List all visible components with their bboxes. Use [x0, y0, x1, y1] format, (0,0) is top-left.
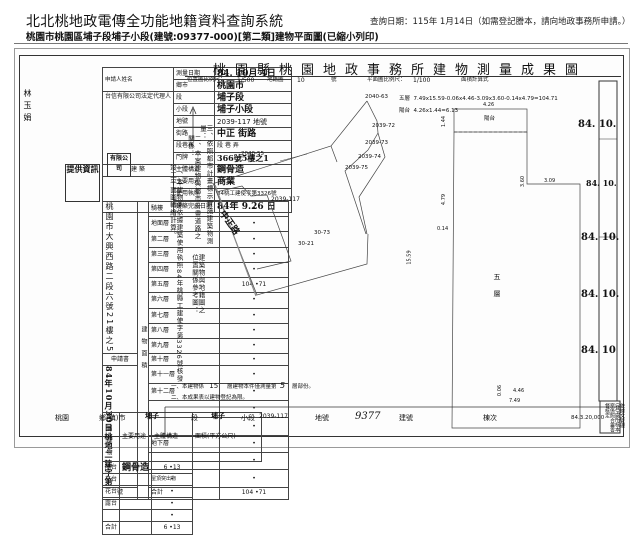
dimension: 3.60: [520, 175, 527, 188]
dimension: 4.26: [483, 102, 495, 108]
floor-area-label: 建物面積: [140, 326, 147, 375]
plan-frame: [19, 55, 624, 437]
date-mark: 84. 10.: [581, 232, 620, 243]
annex-cell-area: •: [151, 497, 194, 511]
app-title: 北北桃地政電傳全功能地籍資料查詢系統: [26, 14, 284, 30]
parcel-label: 2039-72: [372, 123, 395, 129]
floor-area: •: [219, 365, 289, 384]
footer-county: 桃園: [55, 414, 69, 422]
company-seal: 有限公司: [107, 153, 131, 177]
footer-print-code: 84.3.20,000: [571, 415, 605, 421]
dimension: 4.79: [441, 193, 448, 206]
annex-cell-use: 平台: [101, 473, 121, 487]
footer-building-label: 建號: [399, 414, 413, 422]
dimension: 0.14: [437, 226, 449, 232]
dimension: 3.09: [544, 178, 556, 184]
plan-scale-value: 1/100: [413, 77, 431, 84]
parcel-label-main: 2039-117: [271, 196, 300, 203]
document-subtitle: 桃園市桃園區埔子段埔子小段(建號:09377-000)[第二類]建物平面圖(已縮…: [26, 32, 379, 43]
building-survey-plan-image: 林玉娟 申請人姓名 測量日期 84. 10月 4日 鄉市桃園市 台信有限公司法定…: [14, 48, 630, 535]
annex-cell-area: •: [151, 509, 194, 523]
annex-cell-use: 合計: [101, 521, 121, 535]
date-mark: 84. 10.: [581, 289, 620, 300]
balcony-label: 陽台: [484, 116, 496, 122]
footer-sheet-label: 棟次: [483, 414, 497, 422]
floor-area: •: [219, 382, 289, 402]
header-divider: [14, 43, 628, 44]
annex-cell-area: 6 •13: [151, 460, 194, 475]
area-formula-label: 面積計算式: [461, 77, 489, 83]
dimension: 15.59: [406, 250, 413, 265]
annex-cell-area: •: [151, 473, 194, 487]
date-mark: 84. 10.: [586, 178, 617, 188]
floor-name: 第十二層: [148, 382, 220, 402]
annex-cell-area: •: [151, 485, 194, 499]
annex-row: 花台 •: [101, 485, 262, 499]
annex-cell-struct: [119, 509, 153, 523]
annex-cell-use: 花台: [101, 485, 121, 499]
doc-no-label: 申請書: [102, 353, 138, 367]
footer-section: 埔子: [211, 411, 225, 420]
dimension: 0.06: [497, 384, 504, 397]
note-city-plan: 三、依照都市計畫標示實施建築物測量：: [198, 125, 214, 245]
note-floors: 一、本建物係 15 層建物本件僅測量第 5 層部份。: [171, 381, 315, 390]
formula-balcony: 陽台 4.26x1.44=6.13: [399, 108, 459, 114]
map-sheet-suffix: 號: [331, 77, 337, 83]
location-scale-value: 1/500: [237, 77, 255, 84]
info-provided-seal: 提供資訊: [65, 164, 100, 202]
dimension: 7.49: [509, 398, 521, 404]
dimension: 1.44: [441, 115, 448, 128]
annex-row: •: [101, 509, 262, 523]
parcel-label: 30-73: [314, 230, 330, 236]
note-location: 建築物與地籍圖之位置關係參考圖：: [190, 254, 206, 314]
annex-label: 附屬建物: [105, 413, 112, 461]
survey-drawing: [164, 80, 622, 436]
annex-cell-use: 陽台: [101, 460, 121, 475]
annex-row: 平台 •: [101, 473, 262, 487]
note-scope: 二、本成果表以建物登記為限。: [171, 395, 249, 401]
footer-lot: 9377: [355, 411, 381, 422]
footer-lot-label: 地號: [315, 414, 329, 422]
location-scale-label: 位置圖比例尺：: [187, 77, 226, 83]
dimension: 4.46: [513, 388, 525, 394]
parcel-label: 2040-63: [365, 94, 388, 100]
parcel-label: 30-21: [298, 241, 314, 247]
address-vertical: 桃園市大興西路二段六號21樓之5: [105, 202, 114, 354]
map-sheet-no: 10: [297, 77, 305, 84]
parcel-label: 2039-73: [365, 140, 388, 146]
date-mark: 84. 10: [581, 345, 616, 356]
note-plan-source: 一、本建物係依據建築使用執照84年桃縣工建使字第3326號核發竣工平面圖轉繪計算…: [168, 164, 184, 383]
floor-label: 五層: [493, 273, 501, 307]
footer-subsection: 2039-117: [259, 413, 288, 420]
annex-cell-struct: [119, 497, 153, 511]
parcel-label: 2039-74: [358, 154, 381, 160]
annex-cell-struct: [119, 473, 153, 487]
parcel-label: 2039-75: [345, 165, 368, 171]
map-sheet-label: 地籍圖: [267, 77, 284, 83]
footer-township: 埔子: [145, 411, 159, 420]
plan-scale-label: 平面圖比例尺：: [367, 77, 406, 83]
applicant-label: 申請人姓名: [101, 66, 175, 93]
annex-row: 露台 •: [101, 497, 262, 511]
date-mark: 84. 10.: [578, 119, 617, 130]
annex-cell-struct: [119, 485, 153, 499]
annex-cell-struct: [119, 521, 153, 535]
parcel-label: 2040-55: [241, 151, 264, 157]
document-title: 桃園縣桃園地政事務所建物測量成果圖: [213, 63, 588, 78]
floor-area: •: [219, 337, 289, 355]
footer-township-label: 鄉(鎮)市: [99, 414, 126, 422]
annex-cell-struct: 鋼骨造: [119, 460, 153, 475]
annex-row: 合計 6 •13: [101, 521, 262, 535]
footer-section-label: 段: [191, 414, 198, 422]
approval-stamp: 依據文管理(登)處所核本案係照合審查督核定: [604, 403, 625, 433]
note-road-relation: 二、本案建物與都市計畫道路之關係：: [186, 135, 202, 240]
query-date: 查詢日期：115年 1月14日（如需登記謄本，請向地政事務所申請。）: [370, 17, 631, 27]
formula-5f: 五層 7.49x15.59-0.06x4.46-3.09x3.60-0.14x4…: [399, 96, 558, 102]
footer-subsection-label: 小段: [241, 414, 255, 422]
surveyor-name: 林玉娟: [23, 89, 32, 125]
annex-cell-area: 6 •13: [151, 521, 194, 535]
annex-cell-use: 露台: [101, 497, 121, 511]
annex-cell-use: [101, 509, 121, 523]
